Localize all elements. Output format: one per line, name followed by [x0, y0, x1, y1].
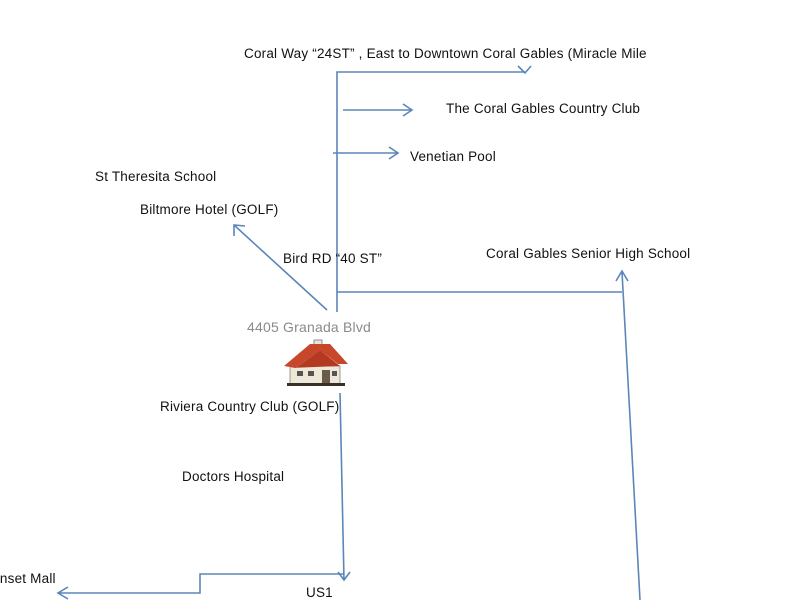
riviera-label: Riviera Country Club (GOLF)	[160, 399, 340, 414]
sunset-mall-arrow	[56, 573, 344, 600]
venetian-pool-arrow	[333, 146, 400, 160]
country-club-arrow	[343, 103, 414, 117]
biltmore-arrow	[233, 224, 328, 311]
coral-way-arrowhead	[517, 65, 532, 75]
us1-label: US1	[306, 585, 333, 600]
senior-high-arrow	[615, 269, 641, 600]
senior-high-label: Coral Gables Senior High School	[486, 246, 691, 261]
doctors-hospital-label: Doctors Hospital	[182, 469, 285, 484]
main-north-route	[336, 71, 525, 312]
home-address-label: 4405 Granada Blvd	[247, 319, 372, 335]
st-theresita-label: St Theresita School	[95, 169, 217, 184]
sunset-mall-label: Sunset Mall	[0, 571, 56, 586]
country-club-label: The Coral Gables Country Club	[446, 101, 641, 116]
venetian-pool-label: Venetian Pool	[410, 149, 496, 164]
coral-way-label: Coral Way “24ST” , East to Downtown Cora…	[244, 46, 647, 61]
bird-rd-label: Bird RD “40 ST”	[283, 251, 383, 266]
biltmore-label: Biltmore Hotel (GOLF)	[140, 202, 279, 217]
